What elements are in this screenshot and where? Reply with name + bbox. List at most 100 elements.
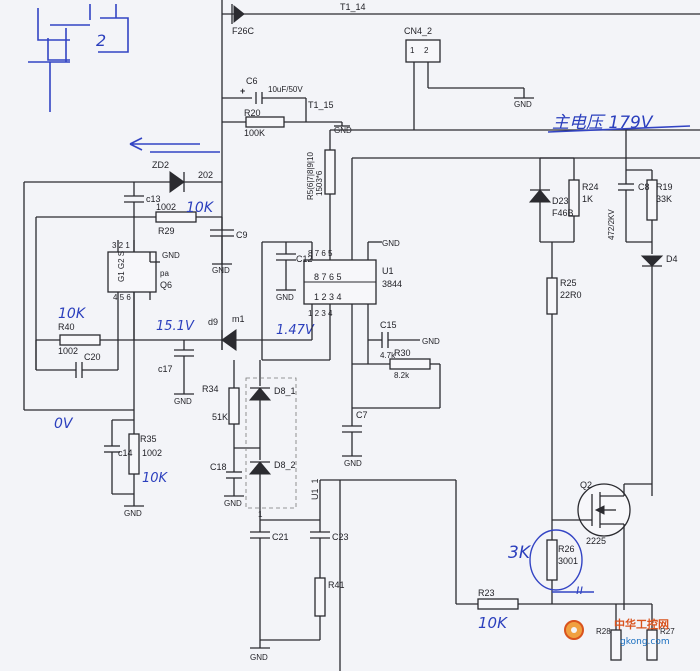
- gnd-q6: GND: [162, 251, 180, 260]
- gnd-bottom: GND: [250, 653, 268, 662]
- r40-resistor: [59, 334, 101, 346]
- c13-label: c13: [146, 194, 161, 204]
- c7-block: [342, 364, 441, 457]
- r30-resistor: [389, 358, 431, 370]
- watermark-brand: 中华工控网: [614, 617, 669, 631]
- cn4-pin1: 1: [410, 46, 415, 55]
- ov-annotation: 0V: [54, 416, 74, 432]
- r34-resistor: [228, 387, 240, 425]
- gnd-c17: GND: [174, 397, 192, 406]
- watermark-logo: [564, 620, 584, 640]
- c8-label: C8: [638, 182, 650, 192]
- r26-resistor: [546, 539, 558, 581]
- gnd-c15: GND: [422, 337, 440, 346]
- d23-diode: [528, 189, 552, 203]
- c12-block: [276, 242, 296, 291]
- d8-1-diode: [248, 387, 272, 401]
- r28-label: R28: [596, 627, 611, 636]
- gnd-r35: GND: [124, 509, 142, 518]
- q6-label: Q6: [160, 280, 172, 290]
- c7-label: C7: [356, 410, 368, 420]
- m1-label: m1: [232, 314, 245, 324]
- net-1-label: 1: [258, 510, 263, 519]
- r25-value: 22R0: [560, 290, 582, 300]
- r35-annotation: 10K: [142, 471, 169, 486]
- c6-label: C6: [246, 76, 258, 86]
- gnd-c9: GND: [212, 266, 230, 275]
- c15-r30-block: [352, 332, 440, 370]
- r5-value: 1503*6: [315, 170, 324, 196]
- r25-label: R25: [560, 278, 577, 288]
- d4-diode: [640, 255, 664, 267]
- r35-c14-block: [104, 410, 144, 507]
- d8-2-label: D8_2: [274, 460, 296, 470]
- r23-block: [456, 598, 658, 661]
- r20-label: R20: [244, 108, 261, 118]
- cn4-label: CN4_2: [404, 26, 432, 36]
- r24-value: 1K: [582, 194, 593, 204]
- r5-label: R5(6|7|8|9|10: [306, 152, 315, 200]
- c14-label: c14: [118, 448, 133, 458]
- f26c-diode-symbol: [233, 4, 245, 24]
- d4-label: D4: [666, 254, 678, 264]
- c17-label: c17: [158, 364, 173, 374]
- r40-label: R40: [58, 322, 75, 332]
- r28-resistor: [610, 629, 622, 661]
- net-202-label: 202: [198, 170, 213, 180]
- u1-inner-bottom: 1 2 3 4: [314, 292, 342, 302]
- r20-resistor: [245, 116, 285, 128]
- zd2-diode: [169, 171, 185, 193]
- r30-value-b: 8.2k: [394, 371, 410, 380]
- r19-label: R19: [656, 182, 673, 192]
- q6-bottom-pins: 4 5 6: [113, 293, 131, 302]
- q6-block: [107, 240, 160, 340]
- gnd-c18: GND: [224, 499, 242, 508]
- r20-value: 100K: [244, 128, 265, 138]
- r41-label: R41: [328, 580, 345, 590]
- ticks-annotation: ıı: [576, 583, 584, 598]
- r34-value: 51K: [212, 412, 228, 422]
- r29-label: R29: [158, 226, 175, 236]
- r25-resistor: [546, 277, 558, 315]
- r23-label: R23: [478, 588, 495, 598]
- q2-block: [455, 480, 652, 610]
- c18-label: C18: [210, 462, 227, 472]
- u1-label: U1: [382, 266, 394, 276]
- r30-value: 4.7k: [380, 351, 396, 360]
- r34-d8-block: [224, 360, 297, 520]
- handwritten-sketch: 2: [28, 4, 129, 112]
- q2-part: 2225: [586, 536, 606, 546]
- d8-1-label: D8_1: [274, 386, 296, 396]
- u1-block: [261, 157, 700, 420]
- gnd-c12: GND: [276, 293, 294, 302]
- u1-part: 3844: [382, 279, 402, 289]
- sketch-label: 2: [96, 31, 106, 50]
- r5-resistor: [324, 149, 336, 195]
- c17-block: [174, 340, 194, 395]
- t1-15-label: T1_15: [308, 100, 334, 110]
- d23-r24-block: [528, 157, 580, 520]
- u1-top-pins: 8 7 6 5: [308, 249, 333, 258]
- c15-label: C15: [380, 320, 397, 330]
- d23-part: F46B: [552, 208, 574, 218]
- r35-value: 1002: [142, 448, 162, 458]
- u1-1-label: U1_1: [310, 478, 320, 500]
- cn4-connector: [405, 39, 534, 130]
- d9-block: [221, 329, 312, 351]
- r26-circle-annotation: [529, 529, 583, 591]
- c20-label: C20: [84, 352, 101, 362]
- cn4-box: [405, 39, 441, 63]
- hv-rail: [324, 129, 700, 232]
- u1-1-block: [250, 479, 456, 671]
- d9-diode: [221, 329, 237, 351]
- gnd-u1: GND: [382, 239, 400, 248]
- zd2-branch: [23, 171, 222, 411]
- r26-annotation: 3K: [508, 543, 532, 563]
- top-rail: [221, 0, 700, 330]
- cn4-pin2: 2: [424, 46, 429, 55]
- v151-annotation: 15.1V: [156, 319, 195, 334]
- r19-value: 33K: [656, 194, 672, 204]
- q6-pa-label: pa: [160, 269, 169, 278]
- d23-label: D23: [552, 196, 569, 206]
